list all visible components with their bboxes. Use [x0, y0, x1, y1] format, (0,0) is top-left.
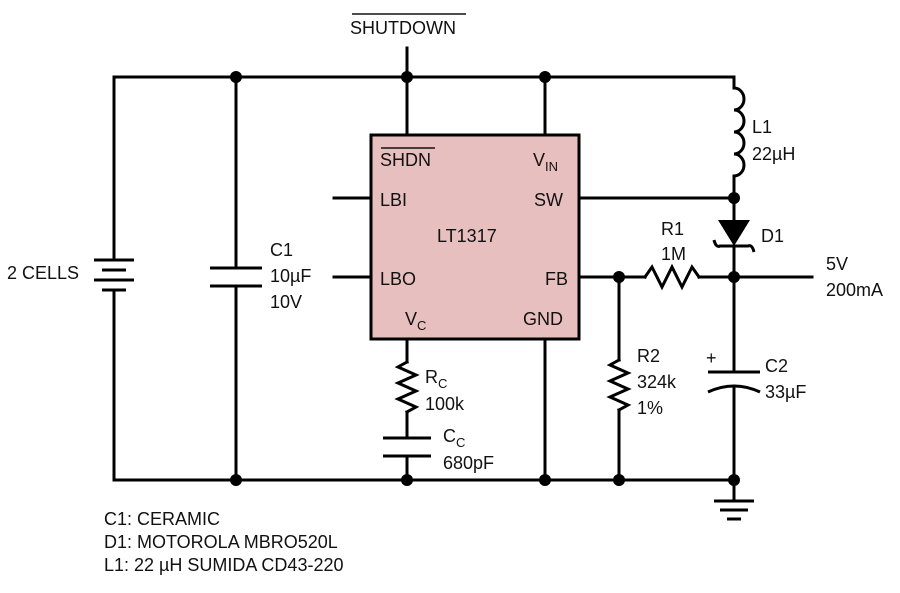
output-current: 200mA [826, 280, 883, 300]
cc-capacitor-symbol [383, 436, 431, 458]
cc-value: 680pF [443, 453, 494, 473]
output-voltage: 5V [826, 254, 848, 274]
cc-name: CC [443, 426, 465, 450]
r1-name: R1 [661, 219, 684, 239]
battery-label: 2 CELLS [7, 263, 79, 283]
junction-dots [230, 71, 740, 486]
r2-resistor-symbol [606, 357, 632, 413]
rc-value: 100k [425, 394, 465, 414]
ic-pin-shdn: SHDN [380, 150, 431, 170]
junction-dot [401, 71, 413, 83]
c2-name: C2 [765, 356, 788, 376]
rc-resistor-symbol [394, 359, 420, 415]
note-d1: D1: MOTOROLA MBRO520L [104, 532, 338, 552]
shutdown-label: SHUTDOWN [350, 18, 456, 38]
l1-name: L1 [752, 117, 772, 137]
ic-name: LT1317 [437, 226, 497, 246]
component-notes: C1: CERAMIC D1: MOTOROLA MBRO520L L1: 22… [104, 508, 343, 577]
ic-body [369, 133, 581, 341]
c1-value: 10µF [270, 266, 311, 286]
r2-tolerance: 1% [637, 398, 663, 418]
junction-dot [613, 271, 625, 283]
l1-value: 22µH [752, 144, 795, 164]
r2-value: 324k [637, 372, 677, 392]
rc-name: RC [425, 367, 447, 391]
junction-dot [539, 71, 551, 83]
c2-polarity: + [706, 348, 717, 368]
note-c1: C1: CERAMIC [104, 509, 221, 529]
ground-icon [714, 499, 754, 521]
ic-pin-vin: VIN [533, 150, 558, 174]
junction-dot [613, 474, 625, 486]
junction-dot [230, 474, 242, 486]
r1-resistor-symbol [642, 263, 702, 291]
c1-name: C1 [270, 240, 293, 260]
ic-pin-vc: VC [405, 309, 426, 333]
ic-pin-lbi: LBI [380, 190, 407, 210]
c1-voltage: 10V [270, 292, 302, 312]
junction-dot [728, 192, 740, 204]
r2-name: R2 [637, 346, 660, 366]
r1-value: 1M [661, 244, 686, 264]
note-l1: L1: 22 µH SUMIDA CD43-220 [104, 555, 344, 575]
junction-dot [401, 474, 413, 486]
ic-pin-fb: FB [545, 269, 568, 289]
ic-pin-gnd: GND [523, 309, 563, 329]
c2-value: 33µF [765, 382, 806, 402]
battery-symbol [94, 258, 134, 292]
d1-name: D1 [761, 226, 784, 246]
junction-dot [230, 71, 242, 83]
ic-pin-lbo: LBO [380, 269, 416, 289]
junction-dot [539, 474, 551, 486]
c1-capacitor-symbol [210, 266, 262, 288]
junction-dot [728, 474, 740, 486]
ic-pin-sw: SW [534, 190, 563, 210]
junction-dot [728, 271, 740, 283]
l1-inductor-symbol [732, 86, 746, 178]
